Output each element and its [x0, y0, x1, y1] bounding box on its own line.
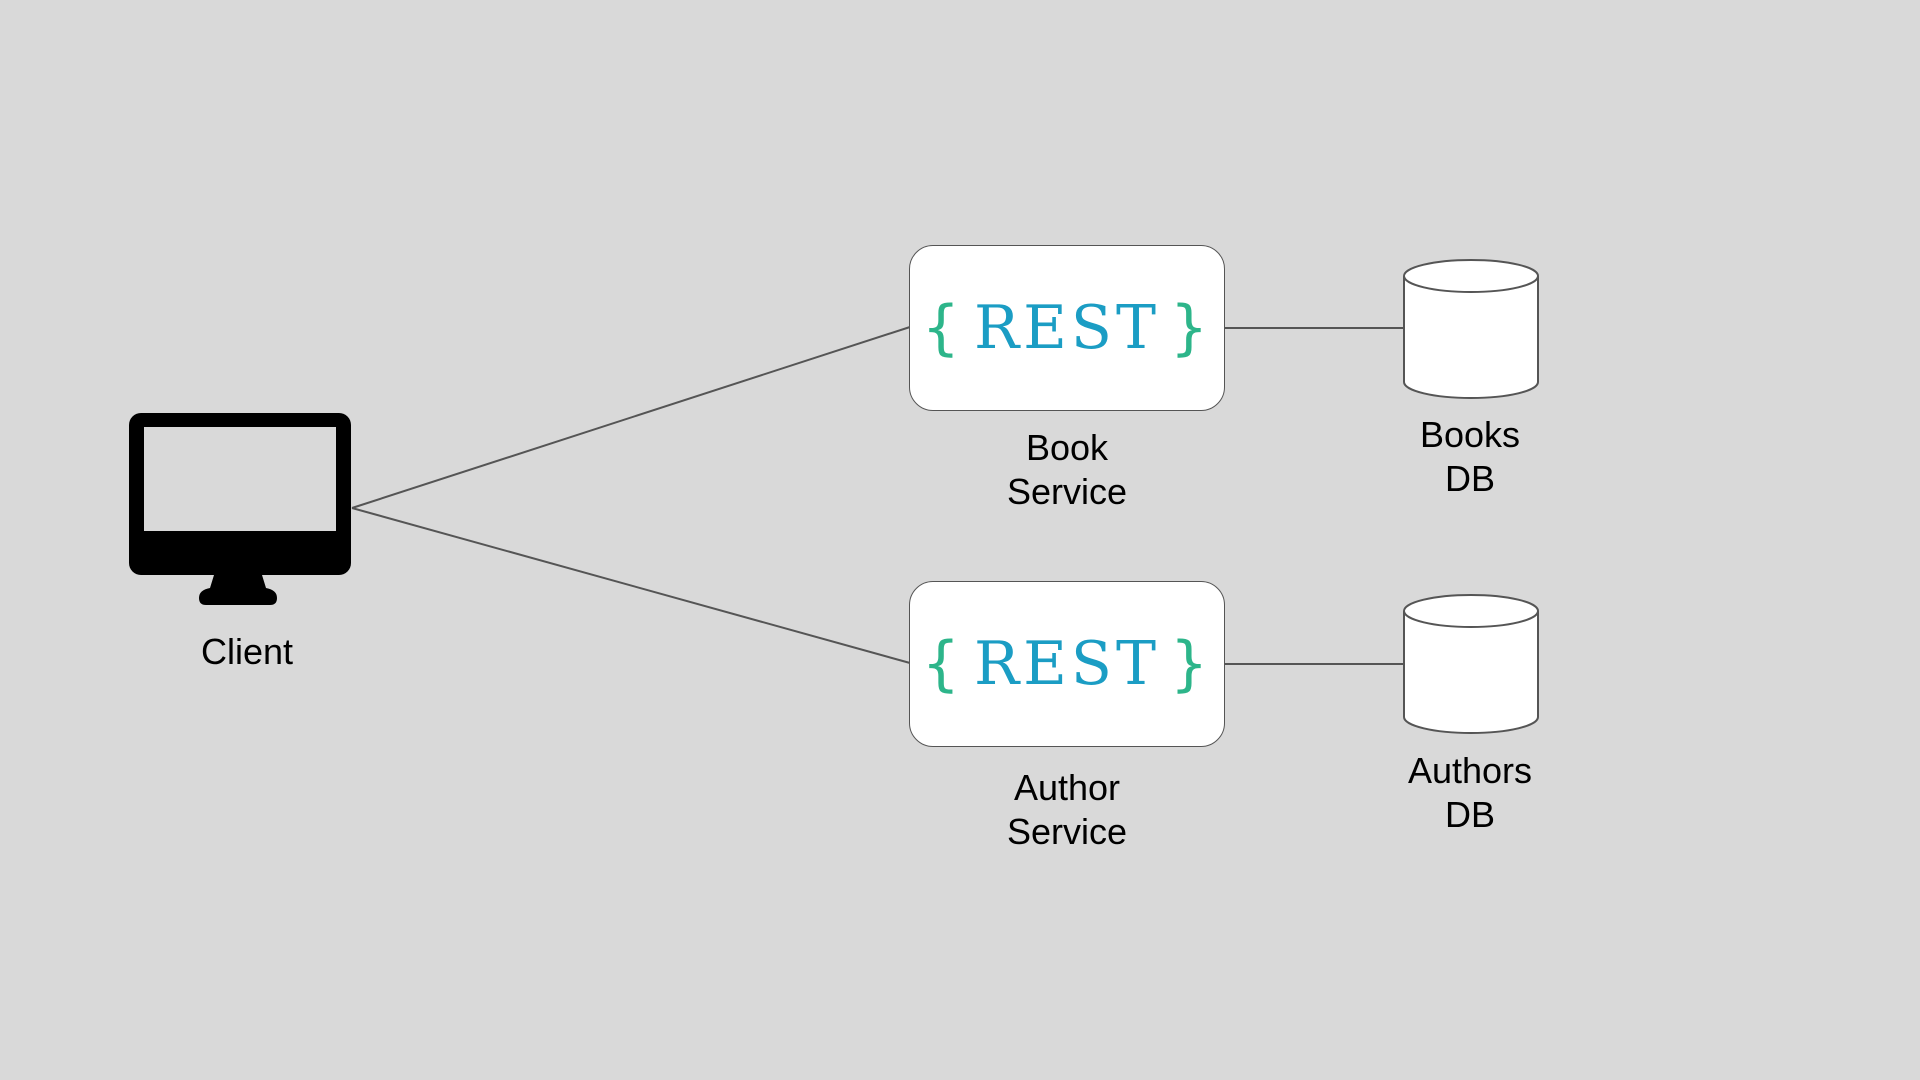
rest-logo-close-brace: }	[1170, 629, 1213, 699]
connector-client-book-service	[351, 326, 911, 509]
books-db-label-line2: DB	[1444, 458, 1495, 499]
rest-logo-open-brace: {	[921, 629, 964, 699]
client-label: Client	[97, 630, 397, 674]
database-cylinder-icon	[1403, 259, 1539, 399]
desktop-monitor-icon	[129, 413, 351, 605]
book-service-label-line1: Book	[1025, 427, 1109, 468]
rest-logo-open-brace: {	[921, 293, 964, 363]
client-label-text: Client	[200, 631, 294, 672]
authors-db-label: Authors DB	[1320, 749, 1620, 837]
connector-client-author-service	[351, 507, 911, 664]
database-cylinder-icon	[1403, 594, 1539, 734]
rest-logo-text: REST	[973, 293, 1161, 363]
author-service-node: { REST }	[909, 581, 1225, 747]
book-service-label-line2: Service	[1006, 471, 1128, 512]
author-service-label-line2: Service	[1006, 811, 1128, 852]
rest-logo-text: REST	[973, 629, 1161, 699]
book-service-label: Book Service	[917, 426, 1217, 514]
books-db-label-line1: Books	[1419, 414, 1521, 455]
authors-db-label-line1: Authors	[1407, 750, 1533, 791]
author-service-label-line1: Author	[1013, 767, 1121, 808]
books-db-label: Books DB	[1320, 413, 1620, 501]
rest-logo-close-brace: }	[1170, 293, 1213, 363]
authors-db-label-line2: DB	[1444, 794, 1495, 835]
author-service-label: Author Service	[917, 766, 1217, 854]
book-service-node: { REST }	[909, 245, 1225, 411]
